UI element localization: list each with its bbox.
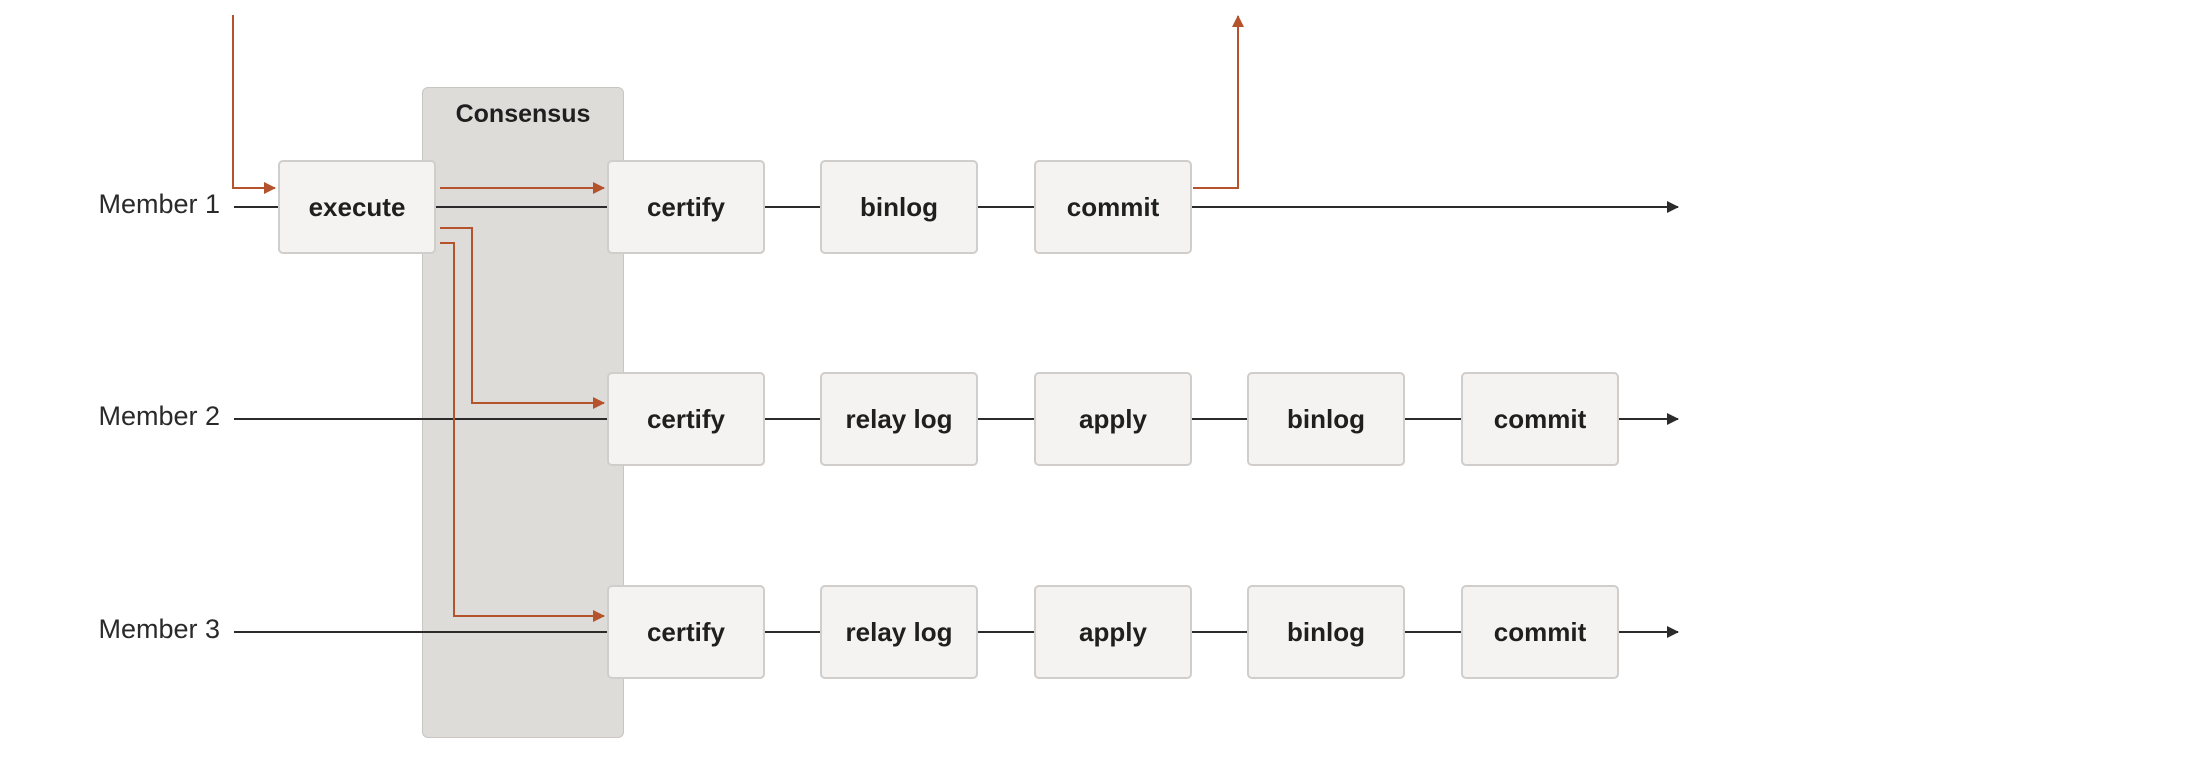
incoming-transaction-arrow	[232, 15, 276, 194]
member-2-commit-box: commit	[1461, 372, 1619, 466]
member-3-relay-log-box: relay log	[820, 585, 978, 679]
member-2-binlog-box: binlog	[1247, 372, 1405, 466]
member-3-apply-box: apply	[1034, 585, 1192, 679]
member-2-certify-box: certify	[607, 372, 765, 466]
member-3-label: Member 3	[98, 614, 220, 644]
member-2-label: Member 2	[98, 401, 220, 431]
broadcast-arrow-member-2	[440, 227, 605, 409]
commit-result-arrow	[1193, 15, 1244, 189]
member-2-apply-box: apply	[1034, 372, 1192, 466]
member-3-commit-box: commit	[1461, 585, 1619, 679]
member-2-relay-log-box: relay log	[820, 372, 978, 466]
member-1-binlog-box: binlog	[820, 160, 978, 254]
member-3-binlog-box: binlog	[1247, 585, 1405, 679]
member-1-commit-box: commit	[1034, 160, 1192, 254]
consensus-label: Consensus	[455, 100, 591, 128]
member-1-execute-box: execute	[278, 160, 436, 254]
broadcast-arrow-member-3	[440, 242, 605, 622]
member-1-label: Member 1	[98, 189, 220, 219]
member-1-certify-box: certify	[607, 160, 765, 254]
member-3-certify-box: certify	[607, 585, 765, 679]
consensus-panel	[422, 87, 624, 738]
